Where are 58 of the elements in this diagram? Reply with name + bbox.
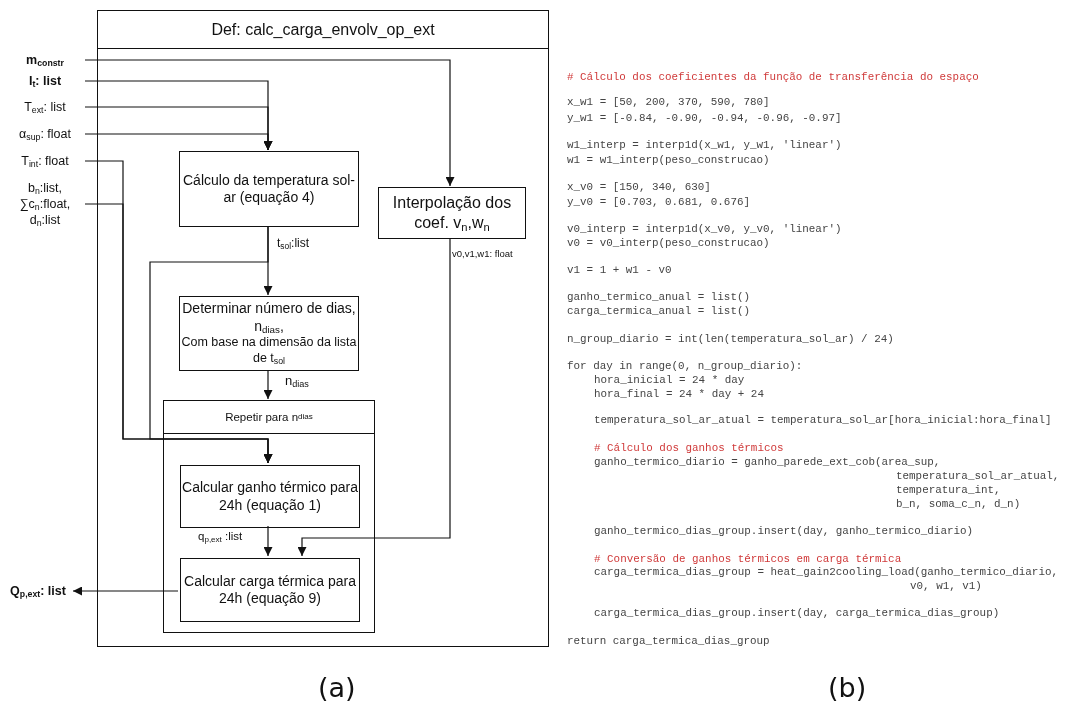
panel-label: (b) <box>828 672 867 705</box>
code-line: carga_termica_dias_group = heat_gain2cooling_load(ganho_termico_diario, <box>594 566 1059 579</box>
process-box <box>179 296 359 371</box>
code-line: n_group_diario = int(len(temperatura_sol_ar) / 24) <box>567 333 894 346</box>
code-line: y_v0 = [0.703, 0.681, 0.676] <box>567 196 750 209</box>
code-line: hora_final = 24 * day + 24 <box>594 388 764 401</box>
code-comment: # Cálculo dos coeficientes da função de transferência do espaço <box>567 71 979 84</box>
arrow <box>84 133 273 151</box>
function-header: Def: calc_carga_envolv_op_ext <box>98 11 548 49</box>
arrow <box>297 237 451 557</box>
code-line: temperatura_sol_ar_atual, <box>896 470 1060 483</box>
box-text: Interpolação dos coef. v$_{n}$,w$_{n}$ <box>391 193 513 233</box>
code-line: v0_interp = interp1d(x_v0, y_v0, 'linear') <box>567 223 842 236</box>
arrow <box>263 369 273 400</box>
code-comment: # Cálculo dos ganhos térmicos <box>594 442 784 455</box>
code-line: return carga_termica_dias_group <box>567 635 770 648</box>
code-line: v0, w1, v1) <box>910 580 982 593</box>
code-comment: # Conversão de ganhos térmicos em carga térmica <box>594 553 902 566</box>
parameter-label: m$_{constr}$ <box>5 52 85 68</box>
code-line: for day in range(0, n_group_diario): <box>567 360 803 373</box>
parameter-label: T$_{ext}$: list <box>5 99 85 115</box>
box-text: Calcular carga térmica para 24h (equação 9) <box>183 572 357 608</box>
code-line: y_w1 = [-0.84, -0.90, -0.94, -0.96, -0.97] <box>567 112 842 125</box>
code-line: b_n, soma_c_n, d_n) <box>896 498 1021 511</box>
edge-label: q$_{p,ext}$ :list <box>198 530 243 544</box>
parameter-label: b$_{n}$:list, ∑c$_{n}$:float, d$_{n}$:list <box>5 181 85 227</box>
box-text: Com base na dimensão da lista de t$_{sol}$ <box>180 335 358 367</box>
process-box <box>180 465 360 528</box>
parameter-label: I$_{t}$: list <box>5 73 85 89</box>
code-line: hora_inicial = 24 * day <box>594 374 745 387</box>
arrow <box>72 586 179 596</box>
code-line: carga_termica_anual = list() <box>567 305 750 318</box>
edge-label: t$_{sol}$:list <box>277 236 310 251</box>
box-text: Determinar número de dias, n$_{dias}$, <box>181 300 357 336</box>
process-box <box>179 151 359 227</box>
code-line: w1 = w1_interp(peso_construcao) <box>567 154 770 167</box>
code-line: v1 = 1 + w1 - v0 <box>567 264 672 277</box>
code-line: v0 = v0_interp(peso_construcao) <box>567 237 770 250</box>
code-line: ganho_termico_diario = ganho_parede_ext_cob(area_sup, <box>594 456 941 469</box>
panel-label: (a) <box>318 672 356 705</box>
process-box <box>378 187 526 239</box>
parameter-label: α$_{sup}$: float <box>5 126 85 142</box>
code-line: x_v0 = [150, 340, 630] <box>567 181 711 194</box>
arrow <box>263 525 273 557</box>
box-text: Calcular ganho térmico para 24h (equação 1) <box>181 479 359 514</box>
code-line: carga_termica_dias_group.insert(day, carga_termica_dias_group) <box>594 607 1000 620</box>
parameter-label: Q$_{p,ext}$: list <box>3 582 73 600</box>
code-line: ganho_termico_anual = list() <box>567 291 750 304</box>
code-line: x_w1 = [50, 200, 370, 590, 780] <box>567 96 770 109</box>
code-line: ganho_termico_dias_group.insert(day, ganho_termico_diario) <box>594 525 974 538</box>
code-line: w1_interp = interp1d(x_w1, y_w1, 'linear') <box>567 139 842 152</box>
code-line: temperatura_int, <box>896 484 1001 497</box>
code-line: temperatura_sol_ar_atual = temperatura_sol_ar[hora_inicial:hora_final] <box>594 414 1052 427</box>
edge-label: v0,v1,w1: float <box>452 248 513 260</box>
arrow <box>84 59 455 187</box>
process-box <box>180 558 360 622</box>
box-text: Cálculo da temperatura sol-ar (equação 4) <box>182 171 356 207</box>
parameter-label: T$_{int}$: float <box>5 153 85 169</box>
